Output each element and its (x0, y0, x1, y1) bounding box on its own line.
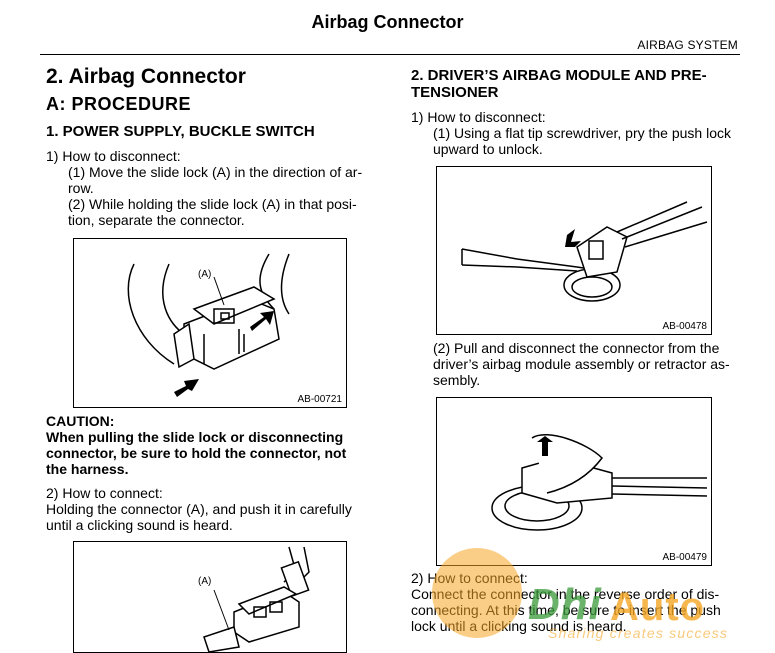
figure-connector-push: (A) (73, 541, 347, 653)
main-heading: 2. Airbag Connector (46, 65, 246, 88)
right-disconnect-2a: (2) Pull and disconnect the connector fr… (433, 340, 720, 356)
right-disconnect-1b: upward to unlock. (433, 141, 543, 157)
section-label: AIRBAG SYSTEM (637, 38, 738, 52)
screwdriver-illustration (461, 201, 708, 302)
right-connect-intro: 2) How to connect: (411, 570, 528, 586)
connector-push-illustration (203, 546, 310, 652)
step1-title: 1. POWER SUPPLY, BUCKLE SWITCH (46, 123, 315, 140)
right-disconnect-2c: sembly. (433, 372, 481, 388)
figure-screwdriver-unlock: AB-00478 (436, 166, 712, 335)
caution-line-3: the harness. (46, 461, 129, 477)
disconnect-step-1a: (1) Move the slide lock (A) in the direc… (68, 164, 363, 180)
right-connect-1: Connect the connector in the reverse ord… (411, 586, 720, 602)
step2-title-line-1: 2. DRIVER’S AIRBAG MODULE AND PRE- (411, 67, 707, 84)
right-figure1-code: AB-00478 (662, 321, 707, 332)
disconnect-step-2b: tion, separate the connector. (68, 212, 245, 228)
step2-title-line-2: TENSIONER (411, 84, 499, 101)
connect-line-1: Holding the connector (A), and push it i… (46, 501, 352, 517)
caution-line-2: connector, be sure to hold the connector… (46, 445, 347, 461)
procedure-heading: A: PROCEDURE (46, 94, 192, 114)
figure1-code: AB-00721 (297, 394, 342, 405)
right-disconnect-2b: driver’s airbag module assembly or retra… (433, 356, 730, 372)
disconnect-intro: 1) How to disconnect: (46, 148, 181, 164)
right-connect-2: connecting. At this time, be sure to ins… (411, 602, 721, 618)
disconnect-step-2a: (2) While holding the slide lock (A) in … (68, 196, 357, 212)
disconnect-step-1b: row. (68, 180, 94, 196)
right-connect-3: lock until a clicking sound is heard. (411, 618, 627, 634)
figure1-callout-a: (A) (198, 269, 212, 280)
caution-title: CAUTION: (46, 413, 115, 429)
figure-connector-slide-lock: (A) AB-00721 (73, 238, 347, 408)
header-divider (40, 54, 740, 55)
right-disconnect-intro: 1) How to disconnect: (411, 109, 546, 125)
page-title: Airbag Connector (311, 12, 464, 32)
right-disconnect-1a: (1) Using a flat tip screwdriver, pry th… (433, 125, 732, 141)
connect-intro: 2) How to connect: (46, 485, 163, 501)
connector-illustration (127, 253, 290, 397)
connect-line-2: until a clicking sound is heard. (46, 517, 233, 533)
right-figure2-code: AB-00479 (662, 552, 707, 563)
figure2-callout-a: (A) (198, 576, 212, 587)
figure-pull-connector: AB-00479 (436, 397, 712, 566)
caution-line-1: When pulling the slide lock or disconnec… (46, 429, 344, 445)
pull-connector-illustration (491, 434, 708, 531)
